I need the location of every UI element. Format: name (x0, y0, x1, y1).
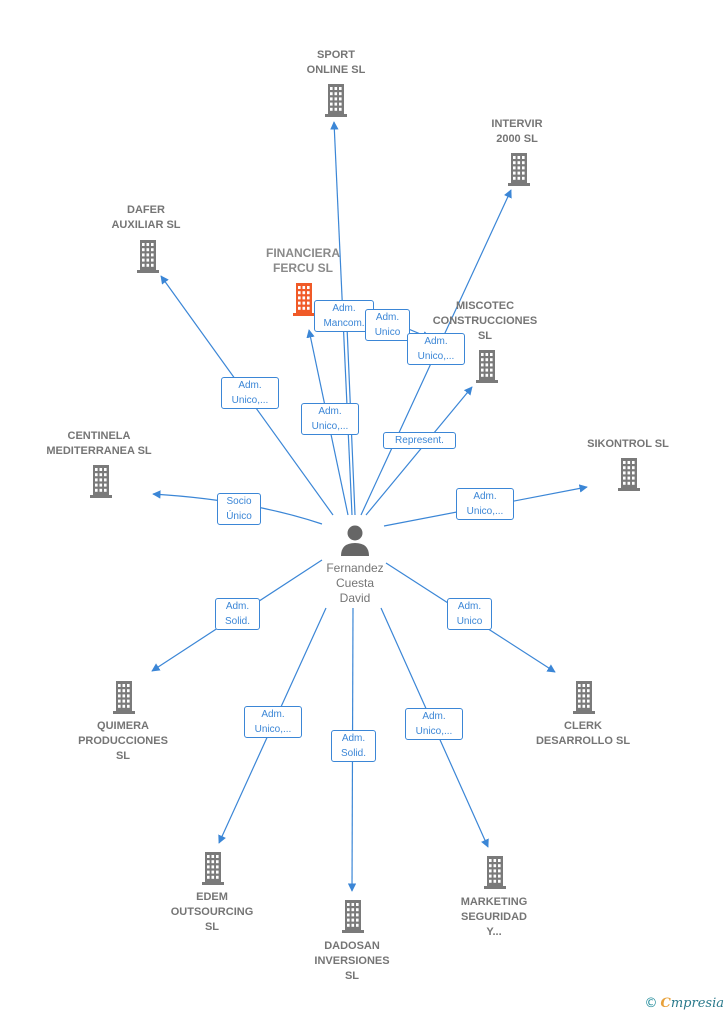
relation-label-r_intervir_unico[interactable]: Adm. Unico (365, 309, 410, 341)
relation-label-r_sport_unico[interactable]: Adm. Unico,... (407, 333, 465, 365)
building-icon-intervir[interactable] (508, 153, 530, 186)
building-icon-clerk[interactable] (573, 681, 595, 714)
company-label-dafer[interactable]: DAFER AUXILIAR SL (111, 204, 181, 231)
building-icon-financiera[interactable] (293, 283, 315, 316)
building-icon-edem[interactable] (202, 852, 224, 885)
buildings-layer (90, 84, 640, 933)
footer-brand: ©Cmpresia (645, 996, 725, 1011)
relation-label-r_financiera_mancom[interactable]: Adm. Mancom. (314, 300, 374, 332)
building-icon-dadosan[interactable] (342, 900, 364, 933)
copyright-icon: © (644, 996, 658, 1011)
company-label-marketing[interactable]: MARKETING SEGURIDAD Y... (460, 896, 528, 938)
relation-label-r_clerk_unico[interactable]: Adm. Unico (447, 598, 492, 630)
building-icon-dafer[interactable] (137, 240, 159, 273)
relation-label-r_dadosan_solid[interactable]: Adm. Solid. (331, 730, 376, 762)
company-label-intervir[interactable]: INTERVIR 2000 SL (491, 118, 543, 145)
building-icon-quimera[interactable] (113, 681, 135, 714)
building-icon-sport[interactable] (325, 84, 347, 117)
center-person-name[interactable]: Fernandez Cuesta David (326, 561, 384, 605)
company-label-centinela[interactable]: CENTINELA MEDITERRANEA SL (46, 430, 152, 457)
relation-label-r_marketing_unico[interactable]: Adm. Unico,... (405, 708, 463, 740)
brand-logo-letter: C (660, 996, 671, 1011)
relation-label-r_sikontrol_unico[interactable]: Adm. Unico,... (456, 488, 514, 520)
company-label-edem[interactable]: EDEM OUTSOURCING SL (170, 891, 254, 933)
relation-label-r_dafer_unico[interactable]: Adm. Unico,... (221, 377, 279, 409)
relation-label-r_centinela_socio[interactable]: Socio Único (217, 493, 261, 525)
company-label-sikontrol[interactable]: SIKONTROL SL (587, 438, 669, 450)
relation-label-r_quimera_solid[interactable]: Adm. Solid. (215, 598, 260, 630)
building-icon-centinela[interactable] (90, 465, 112, 498)
company-label-clerk[interactable]: CLERK DESARROLLO SL (535, 720, 631, 747)
company-label-dadosan[interactable]: DADOSAN INVERSIONES SL (314, 940, 390, 982)
building-icon-sikontrol[interactable] (618, 458, 640, 491)
company-label-quimera[interactable]: QUIMERA PRODUCCIONES SL (78, 720, 168, 762)
building-icon-marketing[interactable] (484, 856, 506, 889)
company-label-sport[interactable]: SPORT ONLINE SL (306, 49, 366, 76)
relation-label-r_miscotec_represent[interactable]: Represent. (383, 432, 456, 449)
relation-edge (365, 386, 473, 516)
relation-label-r_financiera_unico[interactable]: Adm. Unico,... (301, 403, 359, 435)
brand-logo-text: mpresia (670, 996, 724, 1011)
relation-label-r_edem_unico[interactable]: Adm. Unico,... (244, 706, 302, 738)
company-label-financiera[interactable]: FINANCIERA FERCU SL (266, 246, 340, 275)
building-icon-miscotec[interactable] (476, 350, 498, 383)
company-label-miscotec[interactable]: MISCOTEC CONSTRUCCIONES SL (432, 300, 538, 342)
person-icon[interactable] (341, 525, 369, 557)
